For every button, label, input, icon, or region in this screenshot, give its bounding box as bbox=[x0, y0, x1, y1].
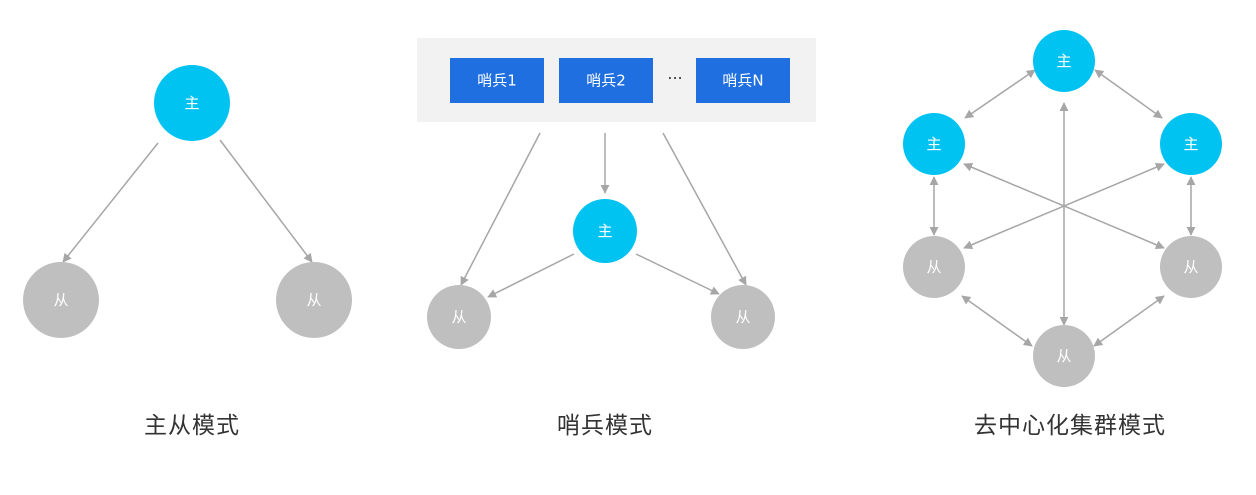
edge-sentinels-to-slave-left bbox=[460, 132, 541, 286]
sentinel-box-1: 哨兵1 bbox=[450, 58, 544, 103]
master-node-label: 主 bbox=[597, 222, 612, 240]
slave-node-label: 从 bbox=[53, 291, 68, 309]
slave-node-label: 从 bbox=[451, 308, 466, 326]
cluster-diagram: 主 主 主 从 从 从 bbox=[903, 30, 1222, 387]
master-node-left: 主 bbox=[903, 113, 965, 175]
sentinel-box-label: 哨兵2 bbox=[586, 72, 626, 90]
slave-node-right: 从 bbox=[711, 285, 775, 349]
master-slave-diagram: 主 从 从 bbox=[23, 65, 352, 338]
master-node: 主 bbox=[154, 65, 230, 141]
edge-master-to-slave-left bbox=[62, 142, 159, 263]
edge-master-to-slave-left bbox=[487, 253, 575, 298]
master-node-label: 主 bbox=[1183, 135, 1198, 153]
edge-master-to-slave-right bbox=[635, 253, 720, 295]
sentinel-box-2: 哨兵2 bbox=[559, 58, 653, 103]
master-node: 主 bbox=[573, 199, 637, 263]
sentinel-diagram: 哨兵1 哨兵2 ··· 哨兵N 主 从 从 bbox=[417, 38, 816, 349]
master-node-label: 主 bbox=[926, 135, 941, 153]
edge-right-slave-bottom-slave bbox=[1093, 295, 1165, 347]
edge-left-slave-bottom-slave bbox=[961, 295, 1033, 347]
sentinel-ellipsis: ··· bbox=[667, 69, 682, 88]
edge-top-master-left-master bbox=[964, 69, 1036, 119]
cluster-caption: 去中心化集群模式 bbox=[974, 413, 1166, 439]
master-node-label: 主 bbox=[1056, 52, 1071, 70]
edge-sentinels-to-slave-right bbox=[662, 132, 747, 286]
slave-node-label: 从 bbox=[1056, 347, 1071, 365]
slave-node-left: 从 bbox=[23, 262, 99, 338]
slave-node-right: 从 bbox=[1160, 236, 1222, 298]
slave-node-label: 从 bbox=[926, 258, 941, 276]
slave-node-left: 从 bbox=[427, 285, 491, 349]
master-slave-caption: 主从模式 bbox=[144, 413, 240, 439]
slave-node-left: 从 bbox=[903, 236, 965, 298]
master-node-top: 主 bbox=[1033, 30, 1095, 92]
edge-right-master-left-slave bbox=[963, 162, 1165, 250]
sentinel-box-label: 哨兵1 bbox=[477, 72, 517, 90]
slave-node-label: 从 bbox=[306, 291, 321, 309]
sentinel-box-n: 哨兵N bbox=[696, 58, 790, 103]
sentinel-box-label: 哨兵N bbox=[722, 72, 763, 90]
master-node-label: 主 bbox=[184, 94, 199, 112]
sentinel-caption: 哨兵模式 bbox=[557, 413, 653, 439]
slave-node-bottom: 从 bbox=[1033, 325, 1095, 387]
master-node-right: 主 bbox=[1160, 113, 1222, 175]
slave-node-label: 从 bbox=[735, 308, 750, 326]
slave-node-label: 从 bbox=[1183, 258, 1198, 276]
edge-top-master-right-master bbox=[1094, 69, 1163, 119]
slave-node-right: 从 bbox=[276, 262, 352, 338]
edge-master-to-slave-right bbox=[219, 139, 313, 263]
